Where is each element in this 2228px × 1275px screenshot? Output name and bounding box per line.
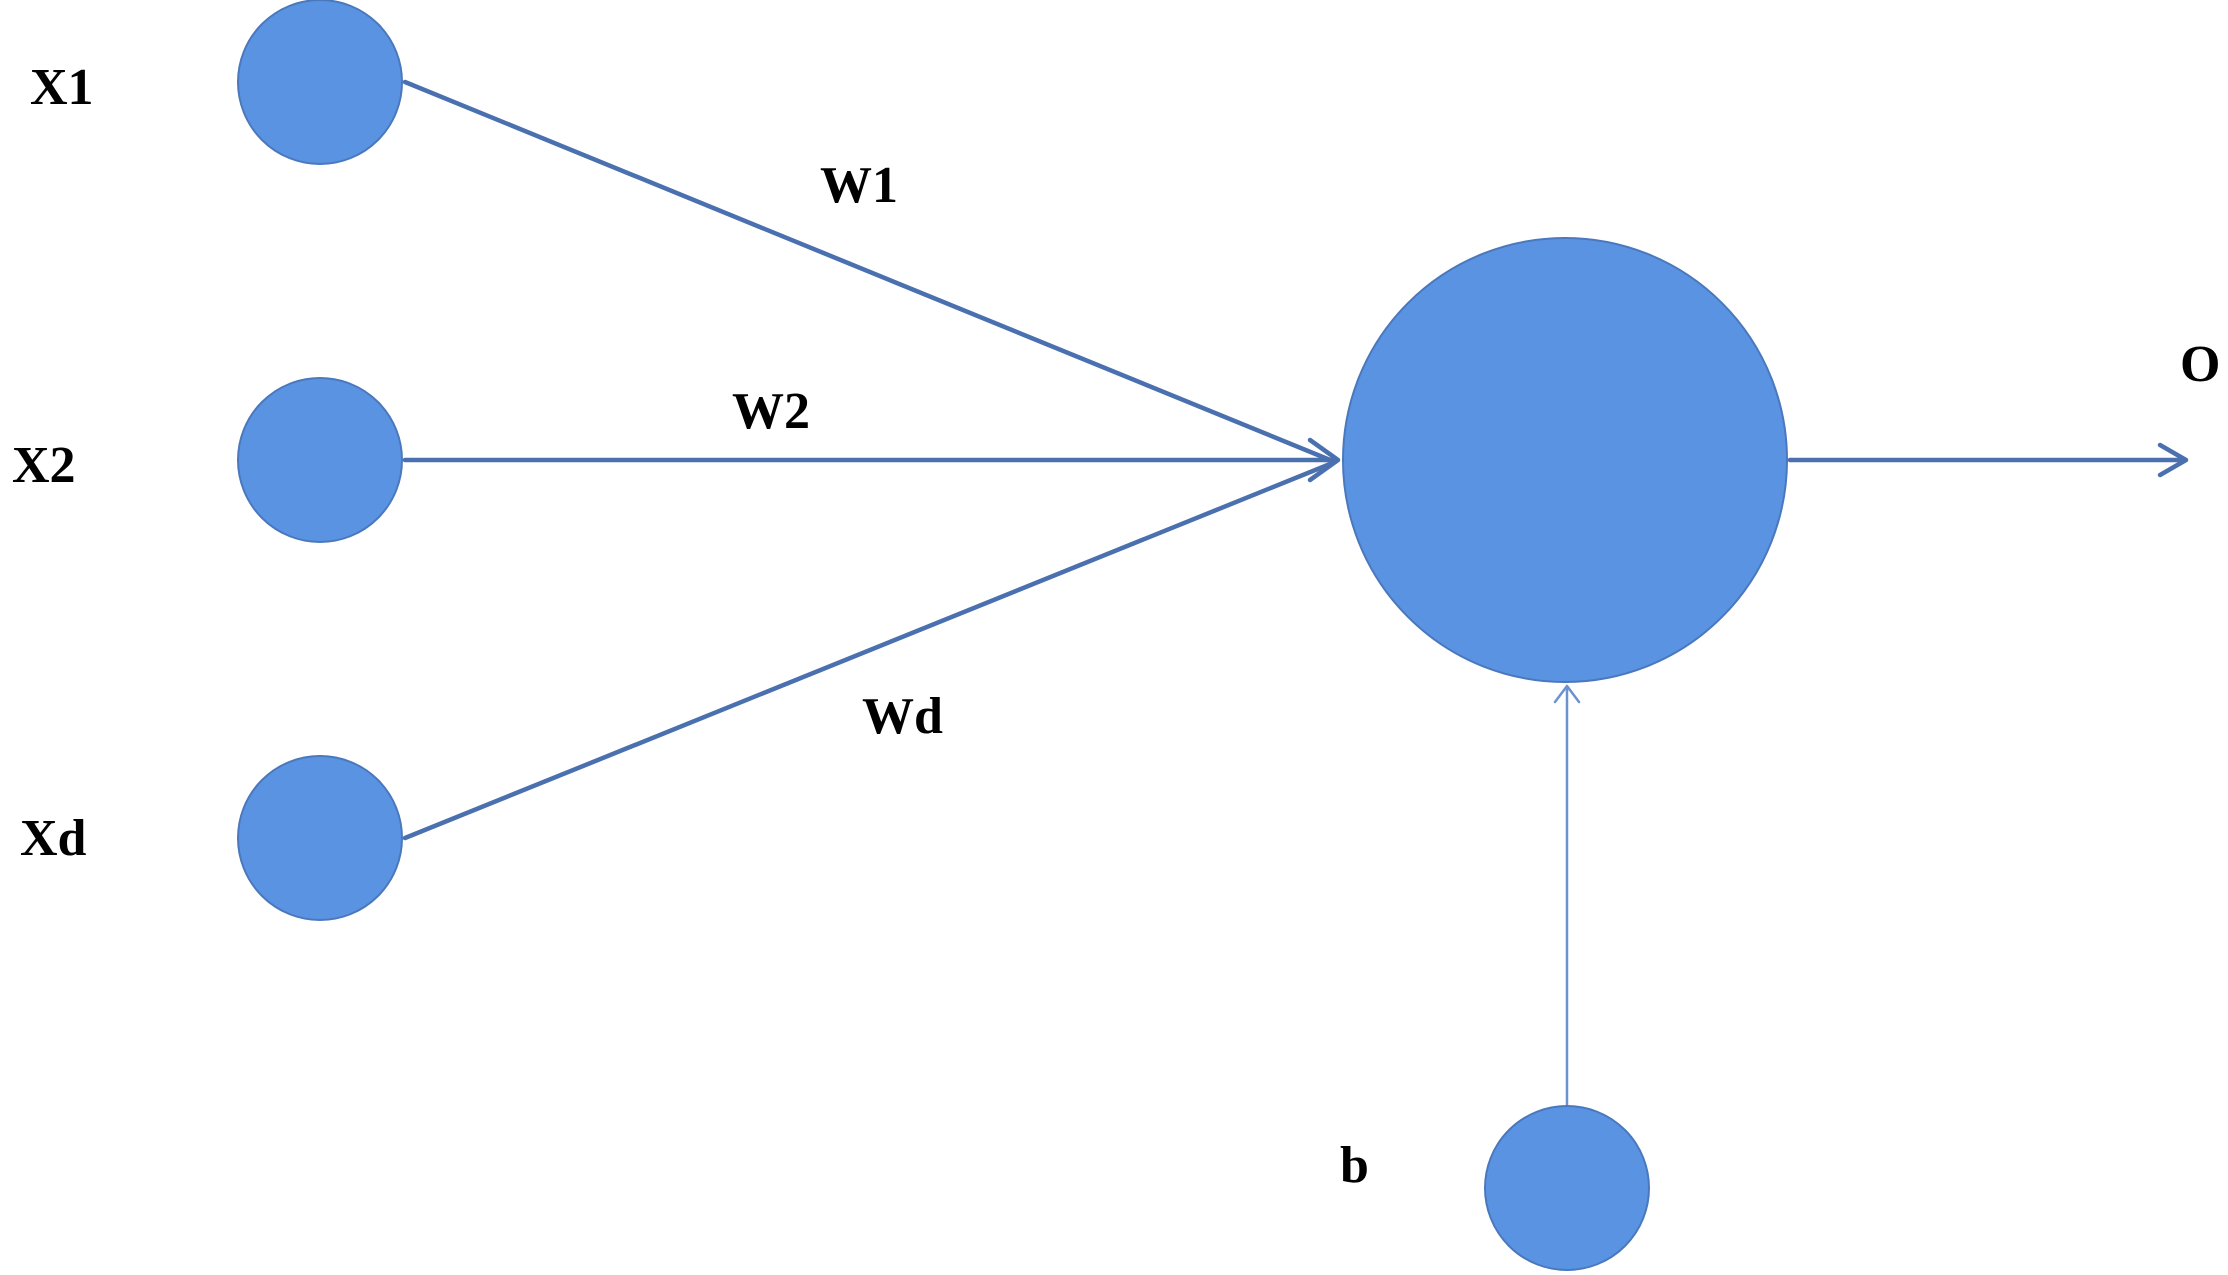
input-node-xd	[237, 755, 403, 921]
input-node-x1	[237, 0, 403, 165]
edge-input-arrowhead	[1307, 437, 1341, 483]
bias-label: b	[1340, 1137, 1369, 1194]
edge-xd-to-neuron	[402, 459, 1338, 841]
input-label-xd: Xd	[20, 810, 87, 867]
weight-label-wd: Wd	[862, 688, 943, 745]
input-label-x1: X1	[30, 59, 94, 116]
output-arrowhead	[2157, 442, 2189, 478]
bias-arrowhead	[1553, 684, 1581, 704]
output-label: O	[2180, 336, 2220, 393]
input-node-x2	[237, 377, 403, 543]
input-label-x2: X2	[12, 437, 76, 494]
bias-node	[1484, 1105, 1650, 1271]
neuron-node	[1342, 237, 1788, 683]
weight-label-w1: W1	[820, 157, 898, 214]
edge-x1-to-neuron	[402, 79, 1338, 465]
weight-label-w2: W2	[732, 383, 810, 440]
